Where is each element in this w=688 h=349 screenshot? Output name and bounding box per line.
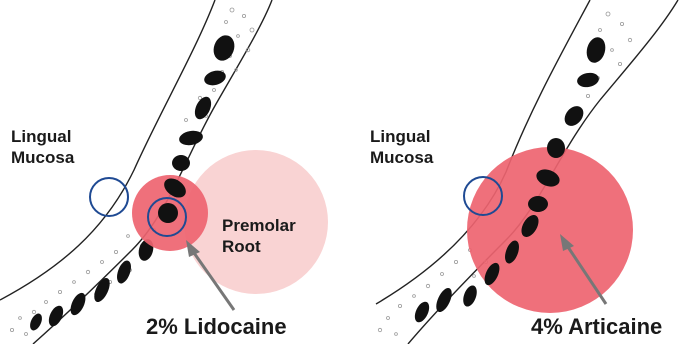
left-root-label-line2: Root [222, 237, 296, 258]
left-anesthetic-label: 2% Lidocaine [146, 314, 287, 341]
left-mucosa-label-line1: Lingual [11, 127, 74, 148]
left-panel [0, 0, 328, 344]
left-mucosa-label-line2: Mucosa [11, 148, 74, 169]
left-root-label-line1: Premolar [222, 216, 296, 237]
right-mucosa-label: Lingual Mucosa [370, 127, 433, 168]
right-panel [376, 0, 678, 344]
right-mucosa-label-line2: Mucosa [370, 148, 433, 169]
right-anesthetic-label: 4% Articaine [531, 314, 662, 341]
left-mucosa-label: Lingual Mucosa [11, 127, 74, 168]
left-root-label: Premolar Root [222, 216, 296, 257]
right-mucosa-label-line1: Lingual [370, 127, 433, 148]
